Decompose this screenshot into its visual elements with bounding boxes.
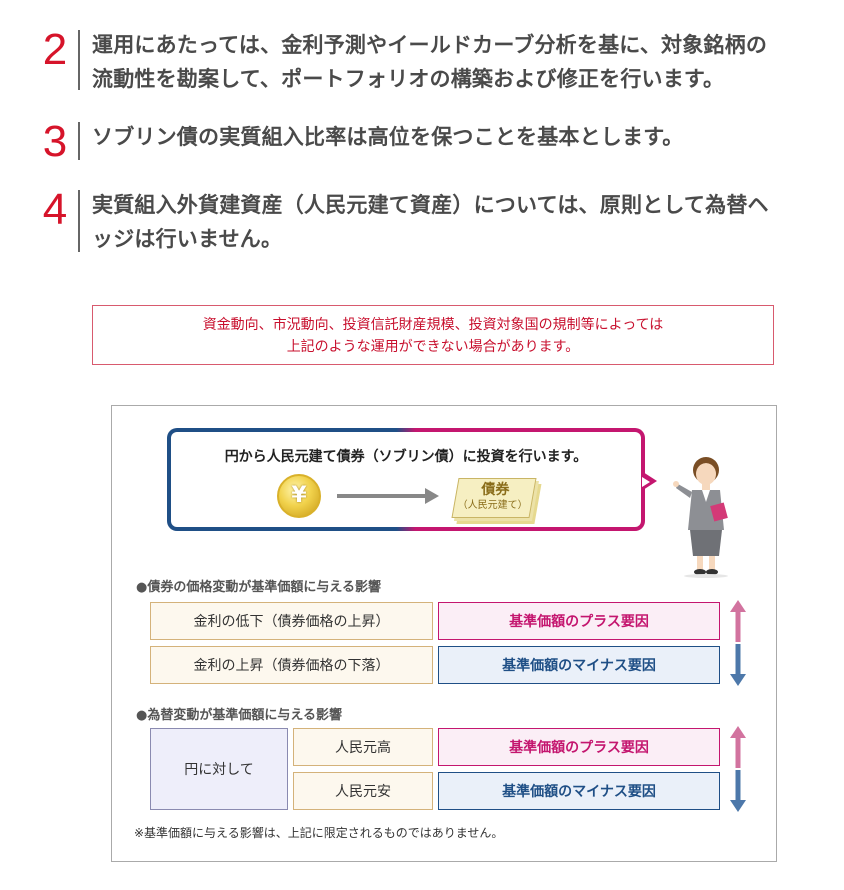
arrow-down-icon bbox=[730, 644, 746, 686]
policy-divider bbox=[78, 30, 80, 90]
arrow-head-icon bbox=[425, 488, 439, 504]
bond-cause-1: 金利の低下（債券価格の上昇） bbox=[150, 602, 433, 640]
bubble-tail-inner bbox=[642, 477, 650, 487]
arrow-right-icon bbox=[337, 494, 427, 498]
bond-effect-minus: 基準価額のマイナス要因 bbox=[438, 646, 720, 684]
fx-section-title: ●為替変動が基準価額に与える影響 bbox=[136, 708, 342, 723]
policy-number: 4 bbox=[42, 185, 68, 234]
footnote: ※基準価額に与える影響は、上記に限定されるものではありません。 bbox=[134, 826, 504, 840]
arrow-up-icon bbox=[730, 726, 746, 768]
fx-cause-1: 人民元高 bbox=[293, 728, 433, 766]
yen-coin-icon: ¥ bbox=[277, 474, 321, 518]
speech-bubble: 円から人民元建て債券（ソブリン債）に投資を行います。 ¥ 債券 （人民元建て） bbox=[167, 428, 645, 531]
policy-item-4: 4 実質組入外貨建資産（人民元建て資産）については、原則として為替ヘッジは行いま… bbox=[38, 188, 798, 256]
policy-divider bbox=[78, 122, 80, 160]
bond-label: 債券 bbox=[481, 482, 510, 498]
bond-certificate-icon: 債券 （人民元建て） bbox=[451, 478, 537, 518]
arrow-up-icon bbox=[730, 600, 746, 642]
bubble-title: 円から人民元建て債券（ソブリン債）に投資を行います。 bbox=[224, 449, 588, 465]
fx-cause-2: 人民元安 bbox=[293, 772, 433, 810]
bond-cause-2: 金利の上昇（債券価格の下落） bbox=[150, 646, 433, 684]
fx-group-label: 円に対して bbox=[150, 728, 288, 810]
policy-item-2: 2 運用にあたっては、金利予測やイールドカーブ分析を基に、対象銘柄の流動性を勘案… bbox=[38, 28, 798, 96]
notice-box: 資金動向、市況動向、投資信託財産規模、投資対象国の規制等によっては 上記のような… bbox=[92, 305, 774, 365]
arrow-down-icon bbox=[730, 770, 746, 812]
diagram-panel: 円から人民元建て債券（ソブリン債）に投資を行います。 ¥ 債券 （人民元建て） … bbox=[111, 405, 777, 862]
presenter-woman-icon bbox=[673, 457, 728, 578]
policy-text: 実質組入外貨建資産（人民元建て資産）については、原則として為替ヘッジは行いません… bbox=[92, 193, 769, 251]
policy-text: ソブリン債の実質組入比率は高位を保つことを基本とします。 bbox=[92, 125, 684, 149]
policy-item-3: 3 ソブリン債の実質組入比率は高位を保つことを基本とします。 bbox=[38, 120, 798, 164]
bond-section-title: ●債券の価格変動が基準価額に与える影響 bbox=[136, 580, 381, 595]
notice-line-2: 上記のような運用ができない場合があります。 bbox=[286, 339, 580, 355]
bond-sublabel: （人民元建て） bbox=[457, 500, 528, 511]
bond-effect-plus: 基準価額のプラス要因 bbox=[438, 602, 720, 640]
policy-divider bbox=[78, 190, 80, 252]
policy-text: 運用にあたっては、金利予測やイールドカーブ分析を基に、対象銘柄の流動性を勘案して… bbox=[92, 33, 768, 91]
fx-effect-minus: 基準価額のマイナス要因 bbox=[438, 772, 720, 810]
policy-number: 3 bbox=[42, 117, 68, 166]
notice-line-1: 資金動向、市況動向、投資信託財産規模、投資対象国の規制等によっては bbox=[202, 317, 664, 333]
policy-number: 2 bbox=[42, 25, 68, 74]
fx-effect-plus: 基準価額のプラス要因 bbox=[438, 728, 720, 766]
